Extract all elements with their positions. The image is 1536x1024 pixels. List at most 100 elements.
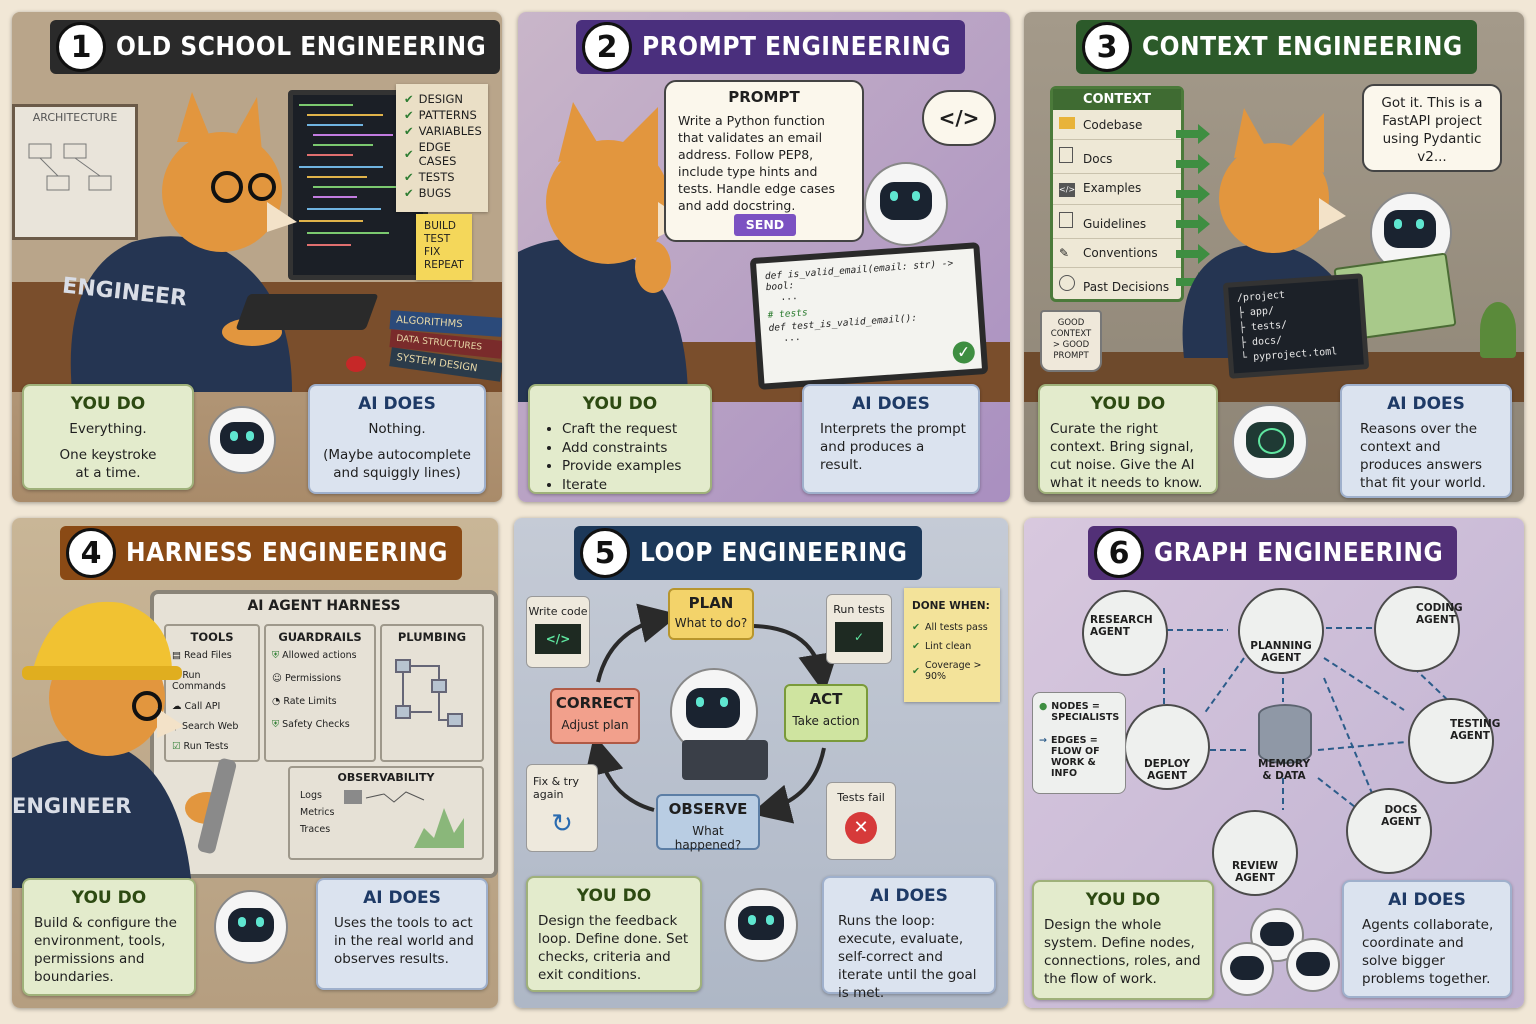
mug-line: CONTEXT: [1050, 329, 1092, 339]
context-item-conventions: ✎Conventions: [1053, 239, 1181, 268]
code-icon: </>: [535, 624, 581, 654]
robot-infinity-icon: [724, 888, 798, 962]
tool-item: Run Commands: [172, 670, 226, 692]
tool-item: Run Tests: [183, 741, 229, 752]
node-coding-agent[interactable]: CODING AGENT: [1374, 586, 1463, 672]
mug-line: GOOD: [1057, 318, 1085, 328]
observability-section: OBSERVABILITY Logs Metrics Traces: [288, 766, 484, 860]
checkmark-icon: ✓: [952, 340, 976, 365]
card-title: YOU DO: [576, 886, 652, 906]
card-text: Interprets the prompt and produces a res…: [820, 421, 966, 473]
check-icon: ✔: [404, 108, 414, 122]
ai-does-card: AI DOES Reasons over the context and pro…: [1340, 384, 1512, 498]
panel-prompt: PROMPT Write a Python function that vali…: [518, 12, 1010, 502]
plumbing-section: PLUMBING: [380, 624, 484, 762]
list-item: Craft the request: [562, 420, 700, 439]
correct-box: CORRECT Adjust plan: [550, 688, 640, 744]
card-list: Craft the request Add constraints Provid…: [540, 420, 700, 494]
node-label: DEPLOY AGENT: [1143, 758, 1191, 782]
cloud-icon: ☁: [172, 701, 185, 712]
context-item-codebase: Codebase: [1053, 110, 1181, 140]
checklist-item: VARIABLES: [418, 124, 482, 138]
box-sub: Take action: [792, 714, 860, 728]
note-line: FIX: [424, 246, 441, 258]
card-label: Tests fail: [837, 791, 885, 804]
note-line: TEST: [424, 233, 451, 245]
code-icon: </>: [1059, 183, 1075, 197]
note-line: REPEAT: [424, 259, 464, 271]
file-icon: ▤: [172, 650, 184, 661]
list-item: Iterate: [562, 476, 700, 495]
node-label: REVIEW AGENT: [1231, 860, 1279, 884]
title-text: GRAPH ENGINEERING: [1154, 538, 1444, 568]
node-deploy-agent[interactable]: DEPLOY AGENT: [1124, 704, 1210, 790]
box-sub: What to do?: [674, 616, 748, 630]
architecture-diagram-icon: [28, 143, 112, 191]
plant-icon: [1480, 302, 1516, 358]
obs-item: Traces: [300, 824, 331, 835]
section-title: PLUMBING: [397, 630, 467, 644]
check-icon: ✔: [912, 665, 920, 677]
write-code-card: Write code </>: [526, 596, 590, 668]
node-research-agent[interactable]: RESEARCH AGENT: [1082, 590, 1168, 676]
panel-harness: AI AGENT HARNESS TOOLS ▤ Read Files ▶ Ru…: [12, 518, 498, 1008]
card-text: Build & configure the environment, tools…: [34, 915, 177, 985]
panel-title: 4 HARNESS ENGINEERING: [60, 526, 462, 580]
panel-title: 1 OLD SCHOOL ENGINEERING: [50, 20, 501, 74]
tests-fail-card: Tests fail ✕: [826, 782, 896, 860]
card-title: AI DOES: [358, 394, 436, 414]
checklist-item: TESTS: [418, 170, 455, 184]
you-do-card: YOU DO Build & configure the environment…: [22, 878, 196, 996]
run-tests-card: Run tests ✓: [826, 594, 892, 664]
context-item-label: Conventions: [1083, 246, 1158, 260]
done-item: Coverage > 90%: [924, 660, 982, 682]
node-testing-agent[interactable]: TESTING AGENT: [1408, 698, 1501, 784]
check-icon: ✔: [912, 641, 920, 652]
panel-title: 3 CONTEXT ENGINEERING: [1076, 20, 1477, 74]
prompt-bubble: PROMPT Write a Python function that vali…: [664, 80, 864, 242]
card-label: Run tests: [833, 603, 885, 616]
checkbox-icon: ☑: [172, 741, 184, 752]
context-item-past-decisions: Past Decisions: [1053, 268, 1181, 301]
terminal-screen: /project ├ app/ ├ tests/ ├ docs/ └ pypro…: [1222, 273, 1370, 379]
prompt-title: PROMPT: [728, 88, 800, 106]
title-text: CONTEXT ENGINEERING: [1142, 32, 1463, 62]
node-review-agent[interactable]: REVIEW AGENT: [1212, 810, 1298, 896]
context-panel: CONTEXT Codebase Docs </>Examples Guidel…: [1050, 86, 1184, 302]
fox-hardhat-illustration: [12, 601, 212, 888]
card-title: YOU DO: [71, 888, 147, 908]
card-text: (Maybe autocomplete and squiggly lines): [323, 447, 471, 481]
you-do-card: YOU DO Design the feedback loop. Define …: [526, 876, 702, 992]
card-title: AI DOES: [1388, 890, 1466, 910]
prompt-text: Write a Python function that validates a…: [678, 113, 835, 213]
guard-item: Rate Limits: [283, 696, 337, 707]
checklist-item: EDGE CASES: [418, 140, 457, 168]
panel-loop: Write code </> PLAN What to do? Run test…: [514, 518, 1008, 1008]
node-dot-icon: ●: [1039, 701, 1048, 712]
context-item-docs: Docs: [1053, 140, 1181, 174]
guard-item: Allowed actions: [282, 650, 357, 661]
checklist-item: DESIGN: [418, 92, 463, 106]
send-button[interactable]: SEND: [734, 214, 796, 236]
ai-does-card: AI DOES Runs the loop: execute, evaluate…: [822, 876, 996, 1001]
check-icon: ✔: [404, 147, 414, 161]
card-label: Fix & try again: [533, 775, 580, 801]
panel-context: CONTEXT Codebase Docs </>Examples Guidel…: [1024, 12, 1524, 502]
build-note: BUILD TEST FIX REPEAT: [416, 214, 472, 280]
robot-group-icon: [1220, 908, 1340, 1004]
shield-check-icon: ⛨: [272, 719, 283, 730]
card-text: Reasons over the context and produces an…: [1360, 421, 1486, 491]
step-number: 2: [582, 22, 632, 72]
node-docs-agent[interactable]: DOCS AGENT: [1346, 788, 1432, 874]
node-label: TESTING AGENT: [1450, 718, 1501, 742]
box-title: ACT: [809, 690, 843, 708]
hoodie-label: ENGINEER: [12, 794, 132, 818]
checklist-item: PATTERNS: [418, 108, 477, 122]
board-title: AI AGENT HARNESS: [247, 598, 401, 614]
box-title: PLAN: [688, 594, 734, 612]
section-title: GUARDRAILS: [278, 630, 362, 644]
card-text: Curate the right context. Bring signal, …: [1050, 421, 1203, 491]
node-planning-agent[interactable]: PLANNING AGENT: [1238, 588, 1324, 674]
ai-does-card: AI DOES Interprets the prompt and produc…: [802, 384, 980, 494]
card-title: YOU DO: [582, 394, 658, 414]
